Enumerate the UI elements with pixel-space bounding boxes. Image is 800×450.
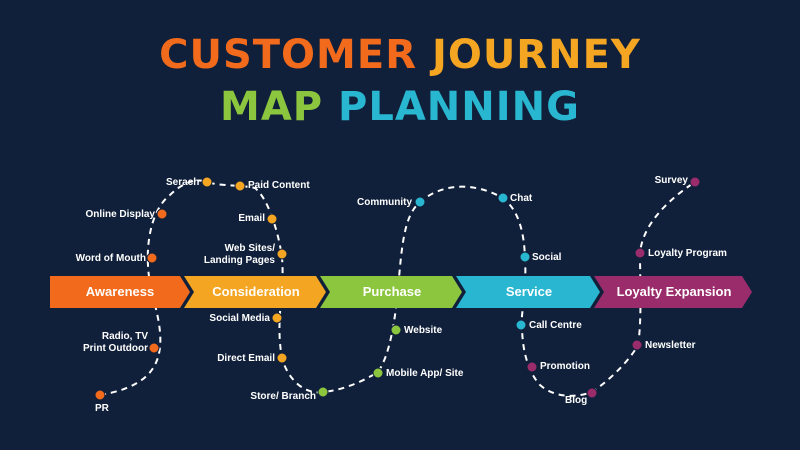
label-mobile-app: Mobile App/ Site <box>386 368 464 379</box>
stage-arrow-loyalty <box>594 276 752 308</box>
label-radio-tv: Radio, TV <box>101 331 148 342</box>
dot-search <box>201 176 213 188</box>
stage-arrow-consideration <box>184 276 326 308</box>
dot-blog <box>586 387 598 399</box>
dot-chat <box>497 192 509 204</box>
label-call-centre: Call Centre <box>529 320 582 331</box>
label-newsletter: Newsletter <box>645 340 696 351</box>
dot-email <box>266 213 278 225</box>
dot-website <box>390 324 402 336</box>
label-blog: Blog <box>565 395 588 406</box>
dot-online-display <box>156 208 168 220</box>
dots-purchase <box>317 324 402 398</box>
dot-web-sites <box>276 248 288 260</box>
label-website: Website <box>404 325 443 336</box>
label-direct-email: Direct Email <box>217 353 275 364</box>
dot-store-branch <box>317 386 329 398</box>
title-line-2: MAP PLANNING <box>0 84 800 130</box>
dots-awareness <box>94 208 168 401</box>
dot-paid-content <box>234 180 246 192</box>
label-social-media: Social Media <box>209 313 270 324</box>
dot-pr <box>94 389 106 401</box>
title-word-map: MAP <box>220 84 324 130</box>
dot-survey <box>689 176 701 188</box>
label-landing-pages: Landing Pages <box>203 255 275 266</box>
dots-service <box>414 192 531 331</box>
dot-social-media <box>271 312 283 324</box>
stage-label-awareness: Awareness <box>85 284 155 299</box>
label-loyalty-program: Loyalty Program <box>648 248 727 259</box>
dots-consideration <box>201 176 288 364</box>
dot-social <box>519 251 531 263</box>
dot-word-of-mouth <box>146 252 158 264</box>
dot-newsletter <box>631 339 643 351</box>
dot-loyalty-program <box>634 247 646 259</box>
stage-arrow-awareness <box>50 276 190 308</box>
label-print-outdoor: Print Outdoor <box>83 343 148 354</box>
label-web-sites: Web Sites/ <box>224 243 275 254</box>
stage-arrow-service <box>456 276 600 308</box>
label-promotion: Promotion <box>540 361 590 372</box>
label-paid-content: Paid Content <box>248 180 310 191</box>
label-online-display: Online Display <box>85 209 155 220</box>
label-survey: Survey <box>654 175 688 186</box>
dot-radio-tv <box>148 342 160 354</box>
dot-community <box>414 196 426 208</box>
label-social: Social <box>532 252 562 263</box>
dot-call-centre <box>515 319 527 331</box>
label-pr: PR <box>95 403 109 414</box>
label-search: Serach <box>166 177 200 188</box>
stage-label-consideration: Consideration <box>212 284 300 299</box>
label-store-branch: Store/ Branch <box>250 391 316 402</box>
title-line-1: CUSTOMER JOURNEY <box>0 32 800 78</box>
stage-label-purchase: Purchase <box>362 284 422 299</box>
label-chat: Chat <box>510 193 533 204</box>
dot-direct-email <box>276 352 288 364</box>
title-word-planning: PLANNING <box>338 84 580 130</box>
stage-label-service: Service <box>505 284 553 299</box>
dot-mobile-app <box>372 367 384 379</box>
title-word-journey: JOURNEY <box>431 32 641 78</box>
stage-arrow-purchase <box>320 276 462 308</box>
stage-label-loyalty: Loyalty Expansion <box>616 284 732 299</box>
label-email: Email <box>238 213 265 224</box>
label-word-of-mouth: Word of Mouth <box>75 253 146 264</box>
label-community: Community <box>357 197 412 208</box>
title-word-customer: CUSTOMER <box>159 32 417 78</box>
dot-promotion <box>526 361 538 373</box>
dots-loyalty <box>526 176 701 399</box>
